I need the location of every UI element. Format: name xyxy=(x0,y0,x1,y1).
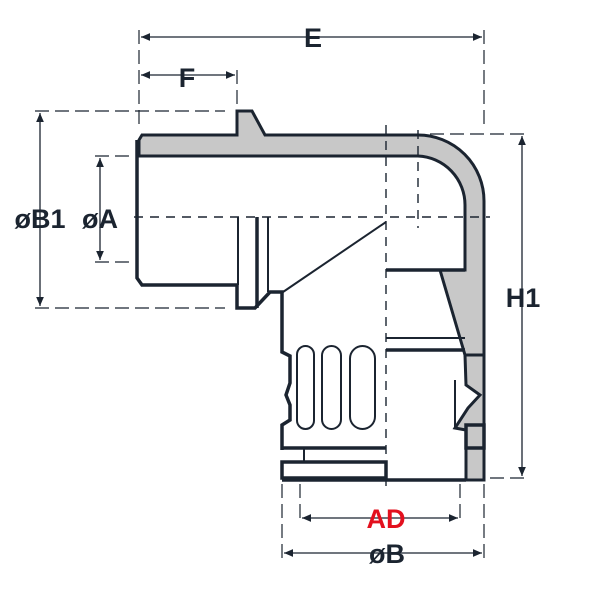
dimension-label-ad: AD xyxy=(367,504,406,534)
section-wall xyxy=(137,109,486,482)
dimension-label-b: øB xyxy=(369,539,405,569)
dimension-label-e: E xyxy=(304,23,322,53)
extension-lines xyxy=(35,30,530,560)
fitting-outline xyxy=(135,140,486,482)
dimension-label-h1: H1 xyxy=(506,283,541,313)
dimension-label-a: øA xyxy=(82,204,118,234)
grip-slots xyxy=(296,345,376,430)
center-lines xyxy=(134,125,490,490)
dimension-label-b1: øB1 xyxy=(14,204,65,234)
dimension-lines xyxy=(36,33,526,557)
dimension-label-f: F xyxy=(179,63,196,93)
